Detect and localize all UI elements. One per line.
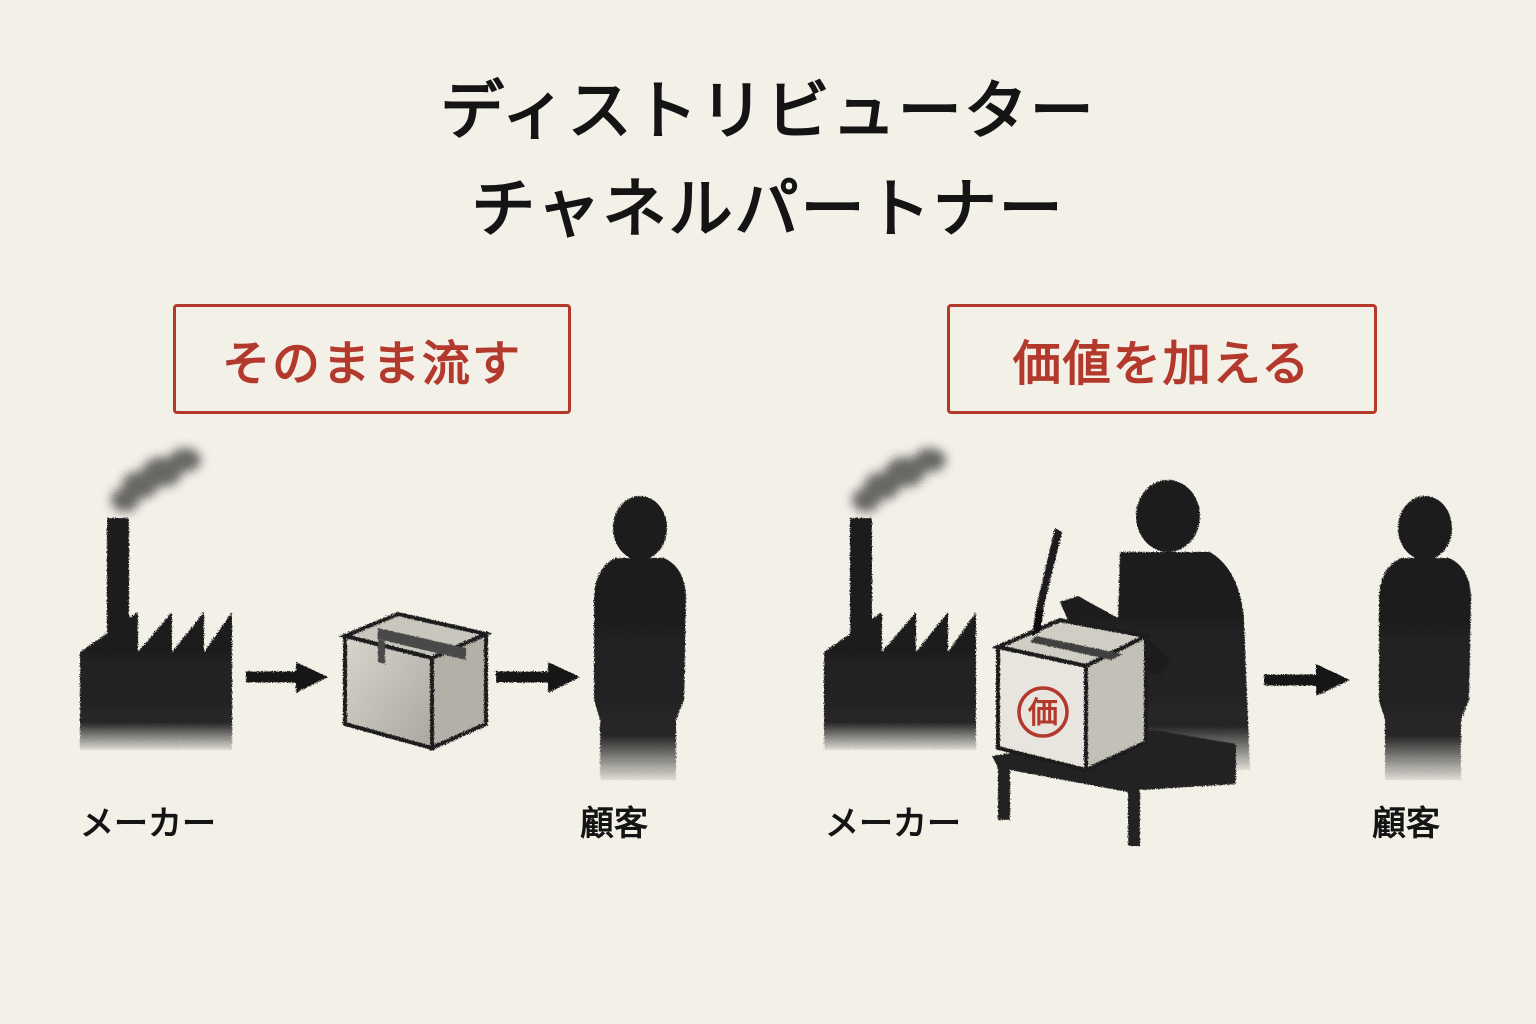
arrow-maker-to-box-left bbox=[246, 662, 328, 693]
customer-figure-right bbox=[1379, 496, 1471, 780]
title-line-1: ディストリビューター bbox=[440, 74, 1096, 149]
factory-icon-right bbox=[824, 448, 976, 750]
customer-figure-left bbox=[594, 496, 686, 780]
arrow-box-to-customer-right bbox=[1264, 664, 1350, 696]
factory-icon-left bbox=[80, 448, 232, 750]
cardboard-box-right bbox=[991, 617, 1153, 774]
customer-caption-left: 顧客 bbox=[580, 804, 648, 844]
cardboard-box-left bbox=[338, 611, 493, 752]
pass-through-label-box: そのまま流す bbox=[173, 304, 571, 414]
add-value-label: 価値を加える bbox=[1012, 336, 1312, 392]
pass-through-label: そのまま流す bbox=[221, 336, 522, 392]
add-value-label-box: 価値を加える bbox=[947, 304, 1377, 414]
arrow-box-to-customer-left bbox=[496, 662, 580, 693]
customer-caption-right: 顧客 bbox=[1372, 804, 1440, 844]
title-line-2: チャネルパートナー bbox=[471, 172, 1065, 247]
value-stamp-text: 価 bbox=[1027, 696, 1058, 731]
brush-icon bbox=[1032, 528, 1062, 636]
maker-caption-right: メーカー bbox=[825, 804, 961, 844]
value-stamp-mark: 価 bbox=[1017, 686, 1069, 738]
maker-caption-left: メーカー bbox=[80, 804, 216, 844]
